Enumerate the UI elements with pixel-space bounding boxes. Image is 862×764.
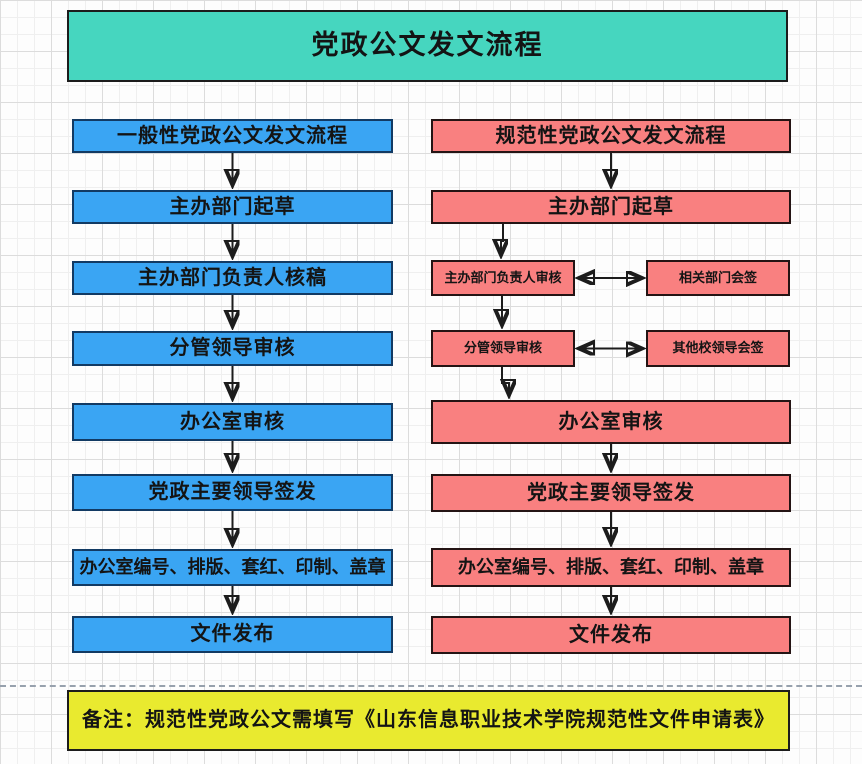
- general-node-leader-review[interactable]: 分管领导审核: [72, 331, 393, 366]
- general-node-draft[interactable]: 主办部门起草: [72, 190, 393, 224]
- normative-flow-header-node[interactable]: 规范性党政公文发文流程: [431, 119, 791, 153]
- normative-node-leader-review[interactable]: 分管领导审核: [431, 330, 575, 367]
- normative-node-office-print[interactable]: 办公室编号、排版、套红、印制、盖章: [431, 548, 791, 587]
- arrow-normative-2: [501, 224, 503, 254]
- general-node-office-print[interactable]: 办公室编号、排版、套红、印制、盖章: [72, 549, 393, 586]
- arrow-normative-4: [502, 367, 509, 394]
- normative-node-office-review[interactable]: 办公室审核: [431, 400, 791, 444]
- general-flow-header-node[interactable]: 一般性党政公文发文流程: [72, 119, 393, 153]
- general-node-dept-head-review[interactable]: 主办部门负责人核稿: [72, 261, 393, 295]
- normative-node-related-dept-countersign[interactable]: 相关部门会签: [646, 260, 790, 296]
- normative-node-publish[interactable]: 文件发布: [431, 616, 791, 654]
- normative-node-other-leaders-countersign[interactable]: 其他校领导会签: [646, 330, 790, 367]
- page-break-line: [0, 685, 862, 687]
- general-node-main-leader-sign[interactable]: 党政主要领导签发: [72, 474, 393, 511]
- normative-node-main-leader-sign[interactable]: 党政主要领导签发: [431, 474, 791, 512]
- normative-node-dept-head-review[interactable]: 主办部门负责人审核: [431, 260, 575, 296]
- note-node[interactable]: 备注：规范性党政公文需填写《山东信息职业技术学院规范性文件申请表》: [67, 690, 790, 751]
- flow-title-node[interactable]: 党政公文发文流程: [67, 10, 788, 82]
- normative-node-draft[interactable]: 主办部门起草: [431, 190, 791, 224]
- general-node-office-review[interactable]: 办公室审核: [72, 403, 393, 441]
- general-node-publish[interactable]: 文件发布: [72, 616, 393, 653]
